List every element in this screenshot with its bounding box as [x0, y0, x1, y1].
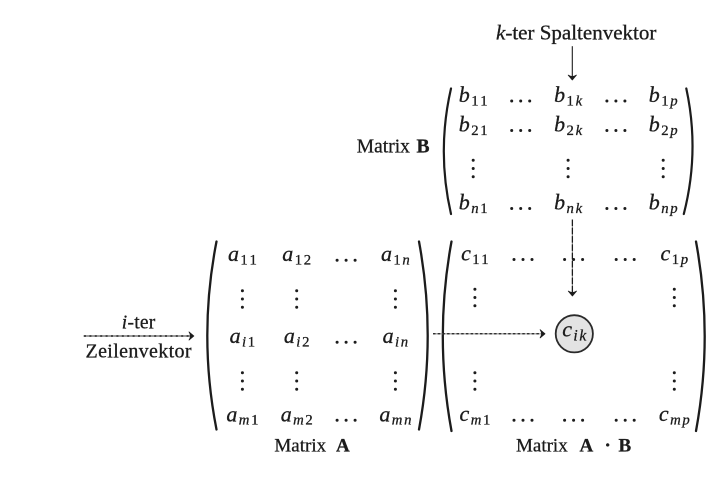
svg-text:p: p — [669, 93, 677, 109]
svg-text:n: n — [661, 201, 668, 217]
svg-text:i: i — [296, 335, 300, 351]
svg-text:n: n — [404, 413, 411, 429]
svg-text:1: 1 — [483, 413, 490, 429]
svg-text:2: 2 — [302, 335, 309, 351]
svg-text:1: 1 — [672, 252, 679, 268]
svg-text:Matrix: Matrix — [516, 435, 568, 456]
svg-text:B: B — [417, 137, 430, 158]
svg-text:i: i — [395, 335, 399, 351]
svg-text:a: a — [379, 401, 390, 426]
svg-text:2: 2 — [567, 123, 574, 139]
svg-text:1: 1 — [393, 253, 400, 269]
svg-text:m: m — [293, 413, 304, 429]
svg-text:a: a — [226, 401, 237, 426]
svg-text:A: A — [580, 435, 594, 456]
svg-text:m: m — [239, 413, 250, 429]
svg-text:B: B — [619, 435, 632, 456]
svg-text:1: 1 — [251, 413, 258, 429]
svg-text:c: c — [659, 401, 669, 426]
svg-text:n: n — [471, 201, 478, 217]
svg-text:p: p — [681, 413, 689, 429]
svg-text:a: a — [383, 323, 394, 348]
svg-text:b: b — [649, 82, 660, 107]
svg-text:m: m — [392, 413, 403, 429]
svg-text:1: 1 — [480, 201, 487, 217]
svg-text:a: a — [381, 241, 392, 266]
svg-text:1: 1 — [250, 253, 257, 269]
svg-text:1: 1 — [567, 93, 574, 109]
svg-text:m: m — [471, 413, 482, 429]
svg-text:k: k — [579, 328, 587, 345]
svg-text:1: 1 — [248, 335, 255, 351]
svg-text:Matrix: Matrix — [274, 435, 326, 456]
svg-text:n: n — [402, 253, 409, 269]
svg-text:c: c — [562, 316, 572, 341]
svg-text:p: p — [669, 201, 677, 217]
svg-text:p: p — [669, 123, 677, 139]
svg-text:a: a — [284, 323, 295, 348]
svg-text:i-ter: i-ter — [122, 313, 156, 334]
svg-text:1: 1 — [661, 93, 668, 109]
svg-text:a: a — [281, 401, 292, 426]
svg-text:p: p — [680, 252, 688, 268]
svg-text:2: 2 — [305, 413, 312, 429]
svg-text:a: a — [282, 241, 293, 266]
svg-text:b: b — [649, 112, 660, 137]
svg-text:Zeilenvektor: Zeilenvektor — [86, 341, 192, 363]
svg-text:A: A — [336, 435, 350, 456]
svg-text:i: i — [242, 335, 246, 351]
svg-text:2: 2 — [304, 253, 311, 269]
svg-text:m: m — [670, 413, 681, 429]
svg-text:1: 1 — [295, 253, 302, 269]
svg-text:b: b — [649, 190, 660, 215]
svg-text:k: k — [576, 93, 583, 109]
svg-text:b: b — [459, 82, 470, 107]
svg-text:a: a — [230, 323, 241, 348]
svg-text:b: b — [554, 190, 565, 215]
svg-text:b: b — [459, 112, 470, 137]
svg-text:c: c — [661, 241, 671, 266]
svg-text:n: n — [567, 201, 574, 217]
svg-text:c: c — [461, 241, 471, 266]
svg-text:1: 1 — [472, 252, 479, 268]
svg-text:b: b — [554, 112, 565, 137]
svg-text:·: · — [605, 435, 611, 456]
svg-text:2: 2 — [661, 123, 668, 139]
svg-text:b: b — [554, 82, 565, 107]
svg-text:k: k — [576, 201, 583, 217]
svg-text:i: i — [573, 328, 577, 345]
svg-text:1: 1 — [480, 93, 487, 109]
svg-text:a: a — [228, 241, 239, 266]
svg-text:b: b — [459, 190, 470, 215]
svg-text:k-ter Spaltenvektor: k-ter Spaltenvektor — [496, 21, 656, 45]
svg-text:1: 1 — [480, 123, 487, 139]
svg-text:Matrix: Matrix — [357, 137, 410, 158]
svg-text:1: 1 — [481, 252, 488, 268]
svg-text:c: c — [460, 401, 470, 426]
svg-text:n: n — [401, 335, 408, 351]
svg-text:1: 1 — [240, 253, 247, 269]
svg-text:2: 2 — [471, 123, 478, 139]
svg-text:1: 1 — [471, 93, 478, 109]
svg-text:k: k — [576, 123, 583, 139]
